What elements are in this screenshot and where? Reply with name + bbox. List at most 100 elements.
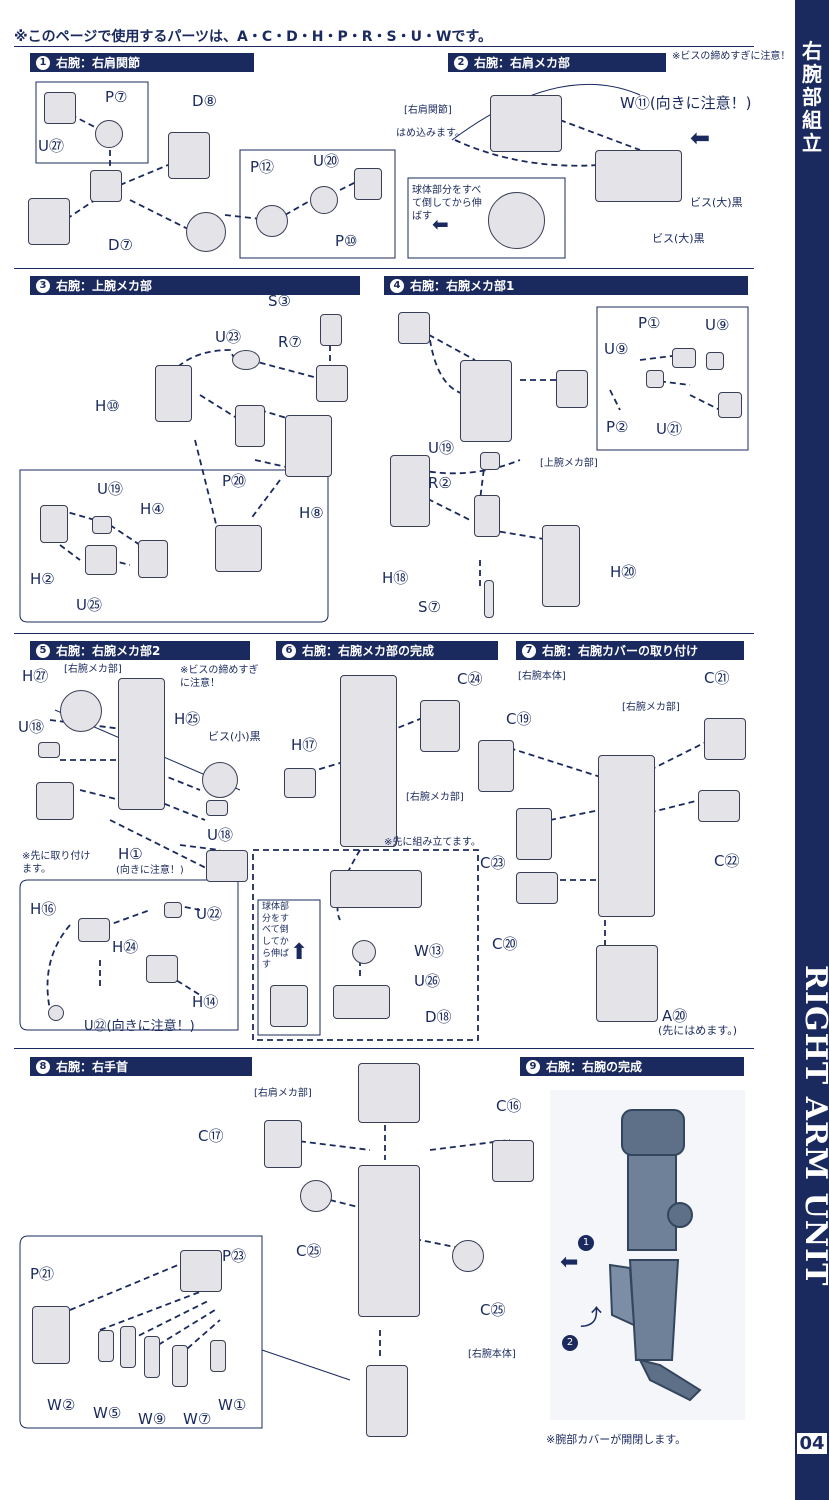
part-h27-shape (60, 690, 102, 732)
label-u22-b: U㉒(向きに注意！) (84, 1019, 195, 1034)
parts-used-note: ※このページで使用するパーツは、A・C・D・H・P・R・S・U・Wです。 (14, 29, 493, 45)
joint-sub-shape (36, 782, 74, 820)
step-title: 右腕：右肩メカ部 (474, 56, 571, 70)
sphere-note-6: 球体部分をすべて倒してから伸ばす (262, 902, 290, 971)
label-s7: S⑦ (418, 598, 441, 616)
part-u19-shape (92, 516, 112, 534)
sidebar-square-icon (760, 40, 774, 54)
part-u22b-shape (48, 1005, 64, 1021)
label-h8: H⑧ (299, 504, 324, 522)
part-s7-shape (484, 580, 494, 618)
step-9-header: 9 右腕：右腕の完成 (520, 1057, 744, 1076)
part-d7-shape (28, 198, 70, 245)
part-c24-shape (420, 700, 460, 752)
label-c24: C㉔ (457, 670, 483, 688)
right-hand-shape (366, 1365, 408, 1437)
part-u19-4-shape (480, 452, 500, 470)
h1-direction-note: (向きに注意！) (116, 865, 184, 876)
shoulder-joint-label: [右肩関節] (404, 105, 452, 116)
step-title: 右腕：右肩関節 (56, 56, 141, 70)
up-arrow-icon: ⬆ (290, 940, 309, 965)
shoulder-ball-shape (186, 212, 226, 252)
part-h4-shape (138, 540, 168, 578)
label-h25: H㉕ (174, 710, 201, 728)
step-title: 右腕：上腕メカ部 (56, 279, 153, 293)
arm-mecha-6-shape (340, 675, 397, 847)
part-u18b-shape (206, 800, 228, 816)
page-number: 04 (797, 1433, 827, 1454)
label-u19-4: U⑲ (428, 439, 454, 457)
label-a20: A⑳ (662, 1007, 688, 1025)
screw-warning-note-5: ※ビスの締めすぎに注意！ (180, 665, 259, 689)
part-p1-shape (672, 348, 696, 368)
part-c25a-shape (300, 1180, 332, 1212)
part-h16-shape (78, 918, 110, 942)
sphere-note: 球体部分をすべて倒してから伸ばす (412, 185, 482, 222)
part-h2-shape (40, 505, 68, 543)
part-c25b-shape (452, 1240, 484, 1272)
shoulder-frame-shape (595, 150, 682, 202)
a20-note: (先にはめます。) (658, 1024, 737, 1037)
joint-shape (90, 170, 122, 202)
shoulder-mecha-8-label: [右肩メカ部] (254, 1088, 312, 1099)
label-u21: U㉑ (656, 420, 682, 438)
shoulder-mecha-8-shape (358, 1063, 420, 1123)
step-title: 右腕：右腕メカ部1 (410, 279, 515, 293)
arm-body-label: [右腕本体] (518, 671, 566, 682)
label-u18-a: U⑱ (18, 718, 44, 736)
label-c16: C⑯ (496, 1097, 522, 1115)
part-h18-shape (390, 455, 430, 527)
label-u22-a: U㉒ (196, 905, 222, 923)
label-h17: H⑰ (291, 736, 318, 754)
step-number: 6 (282, 643, 296, 658)
step-number: 9 (526, 1059, 540, 1074)
step-8-header: 8 右腕：右手首 (30, 1057, 252, 1076)
label-p23: P㉓ (222, 1247, 247, 1265)
part-u27-shape (95, 120, 123, 148)
step-number: 2 (454, 55, 468, 70)
label-d18: D⑱ (425, 1008, 452, 1026)
label-w1: W① (218, 1396, 247, 1414)
arm-mecha-label: [右腕メカ部] (64, 664, 122, 675)
label-h10: H⑩ (95, 397, 120, 415)
label-r7: R⑦ (278, 333, 302, 351)
label-w7: W⑦ (183, 1410, 212, 1428)
part-p20-shape (235, 405, 265, 447)
label-h16: H⑯ (30, 900, 57, 918)
step-number: 3 (36, 278, 50, 293)
part-a20-shape (596, 945, 658, 1022)
part-h1-shape (206, 850, 248, 882)
upper-arm-label: [上腕メカ部] (540, 458, 598, 469)
part-h17-shape (284, 768, 316, 798)
attach-first-note: ※先に取り付けます。 (22, 851, 91, 875)
part-r2-shape (474, 495, 500, 537)
label-w11: W⑪(向きに注意！) (620, 94, 752, 112)
part-h25-shape (202, 762, 238, 798)
step-2-header: 2 右腕：右肩メカ部 (448, 53, 666, 72)
step-title: 右腕：右手首 (56, 1060, 129, 1074)
part-u22-shape (164, 902, 182, 918)
label-p10: P⑩ (335, 232, 358, 250)
assemble-first-note: ※先に組み立てます。 (384, 837, 481, 848)
part-p23-shape (180, 1250, 222, 1292)
label-p7: P⑦ (105, 88, 128, 106)
step-number: 8 (36, 1059, 50, 1074)
label-u18-b: U⑱ (207, 826, 233, 844)
sphere-demo-shape (270, 985, 308, 1027)
label-w13: W⑬ (414, 942, 444, 960)
part-w5-shape (120, 1326, 136, 1368)
arm-mecha-7-label: [右腕メカ部] (622, 702, 680, 713)
label-c19: C⑲ (506, 710, 532, 728)
side-bracket-shape (556, 370, 588, 408)
label-p12: P⑫ (250, 158, 275, 176)
label-u26: U㉖ (414, 972, 440, 990)
step-title: 右腕：右腕の完成 (546, 1060, 643, 1074)
arm-body-8-shape (358, 1165, 420, 1317)
label-p20: P⑳ (222, 472, 247, 490)
arm-mecha-7-shape (598, 755, 655, 917)
step-title: 右腕：右腕メカ部の完成 (302, 644, 435, 658)
step-6-header: 6 右腕：右腕メカ部の完成 (276, 641, 498, 660)
label-c22: C㉒ (714, 852, 740, 870)
part-h20-shape (542, 525, 580, 607)
